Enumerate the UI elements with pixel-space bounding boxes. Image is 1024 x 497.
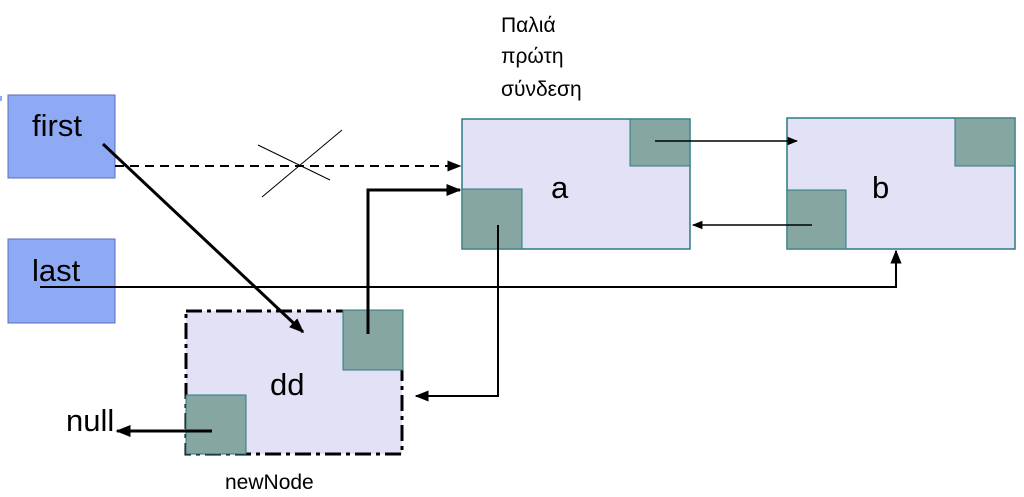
first-pointer-box [7, 94, 116, 179]
arrow-a-to-dd [414, 225, 499, 402]
cross-out-mark [257, 129, 343, 198]
node-dd-prev-cell [185, 394, 247, 455]
edge-mark [0, 96, 2, 101]
node-a-label: a [551, 170, 569, 205]
node-b: b [786, 117, 1016, 250]
last-pointer-label: last [32, 253, 81, 288]
arrow-last-to-b [40, 249, 902, 288]
node-b-label: b [872, 170, 889, 205]
node-dd: dd [184, 309, 404, 456]
old-first-link-caption: Παλιά πρώτη σύνδεση [501, 14, 582, 101]
new-node-label: newNode [225, 471, 314, 494]
last-pointer-box [7, 238, 116, 324]
caption-line-1: Παλιά [501, 14, 556, 37]
node-b-prev-cell [786, 189, 847, 250]
caption-line-3: σύνδεση [501, 78, 582, 101]
first-pointer-label: first [32, 108, 82, 143]
last-pointer: last [7, 238, 116, 324]
first-pointer: first [7, 94, 116, 179]
node-a: a [461, 118, 691, 250]
node-a-next-cell [629, 118, 691, 167]
arrow-first-to-dd [101, 142, 305, 334]
node-dd-label: dd [270, 367, 304, 402]
node-a-prev-cell [461, 188, 523, 250]
node-b-next-cell [954, 117, 1016, 167]
node-dd-next-cell [342, 309, 404, 371]
null-label: null [66, 403, 114, 438]
caption-line-2: πρώτη [501, 45, 564, 68]
